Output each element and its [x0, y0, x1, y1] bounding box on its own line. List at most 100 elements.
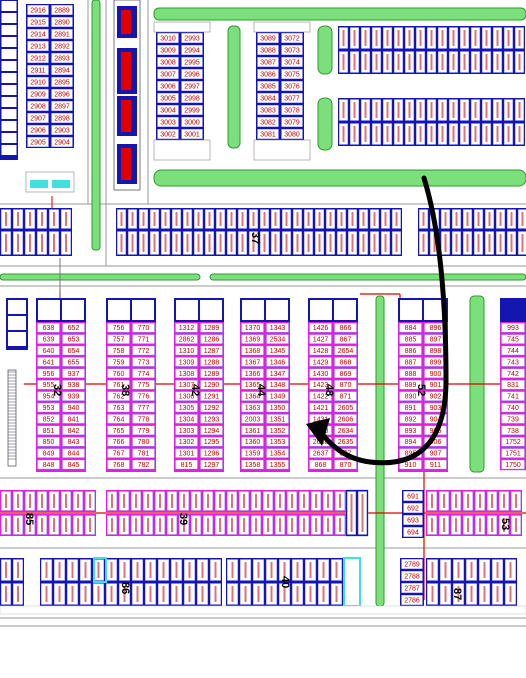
plot-cell[interactable] — [27, 17, 49, 28]
plot-cell[interactable] — [132, 345, 155, 356]
plot-cell[interactable] — [175, 334, 198, 344]
plot-cell[interactable] — [501, 334, 525, 344]
plot-cell[interactable] — [132, 425, 155, 435]
plot-cell[interactable] — [181, 33, 203, 44]
plot-cell[interactable] — [403, 491, 423, 502]
plot-cell[interactable] — [1, 49, 17, 59]
plot-cell[interactable] — [181, 68, 203, 79]
plot-cell[interactable] — [257, 128, 279, 139]
plot-cell[interactable] — [107, 391, 130, 401]
plot-cell[interactable] — [51, 64, 73, 75]
plot-cell[interactable] — [403, 515, 423, 526]
plot-cell[interactable] — [176, 300, 198, 320]
plot-cell[interactable] — [62, 391, 85, 401]
plot-cell[interactable] — [27, 124, 49, 135]
plot-cell[interactable] — [51, 17, 73, 28]
plot-cell[interactable] — [266, 459, 289, 470]
plot-cell[interactable] — [132, 402, 155, 413]
plot-cell[interactable] — [309, 380, 332, 390]
plot-cell[interactable] — [501, 459, 525, 470]
plot-cell[interactable] — [266, 300, 288, 320]
plot-cell[interactable] — [399, 334, 422, 344]
highlighted-plot[interactable] — [93, 557, 107, 583]
plot-cell[interactable] — [37, 425, 60, 435]
plot-cell[interactable] — [242, 300, 264, 320]
plot-cell[interactable] — [51, 76, 73, 87]
plot-cell[interactable] — [241, 345, 264, 356]
plot-cell[interactable] — [1, 25, 17, 35]
plot-cell[interactable] — [501, 448, 525, 458]
plot-cell[interactable] — [309, 459, 332, 470]
plot-cell[interactable] — [132, 334, 155, 344]
plot-cell[interactable] — [309, 323, 332, 333]
plot-cell[interactable] — [399, 357, 422, 367]
plot-cell[interactable] — [257, 45, 279, 56]
plot-cell[interactable] — [181, 128, 203, 139]
plot-cell[interactable] — [401, 571, 423, 582]
plot-cell[interactable] — [157, 33, 179, 44]
plot-cell[interactable] — [51, 29, 73, 40]
plot-cell[interactable] — [501, 437, 525, 447]
plot-cell[interactable] — [266, 425, 289, 435]
plot-cell[interactable] — [281, 68, 303, 79]
plot-cell[interactable] — [309, 368, 332, 378]
plot-cell[interactable] — [400, 300, 422, 320]
plot-cell[interactable] — [108, 300, 130, 320]
plot-cell[interactable] — [241, 402, 264, 413]
plot-cell[interactable] — [51, 136, 73, 147]
plot-cell[interactable] — [399, 425, 422, 435]
plot-cell[interactable] — [62, 414, 85, 424]
plot-cell[interactable] — [424, 300, 446, 320]
plot-cell[interactable] — [241, 425, 264, 435]
plot-cell[interactable] — [281, 80, 303, 91]
plot-cell[interactable] — [399, 380, 422, 390]
plot-cell[interactable] — [334, 391, 357, 401]
plot-cell[interactable] — [309, 334, 332, 344]
plot-cell[interactable] — [334, 345, 357, 356]
plot-cell[interactable] — [157, 104, 179, 115]
plot-cell[interactable] — [175, 414, 198, 424]
plot-cell[interactable] — [266, 380, 289, 390]
plot-cell[interactable] — [1, 109, 17, 119]
plot-cell[interactable] — [399, 402, 422, 413]
plot-cell[interactable] — [281, 116, 303, 127]
plot-cell[interactable] — [175, 345, 198, 356]
plot-cell[interactable] — [399, 368, 422, 378]
plot-cell[interactable] — [501, 368, 525, 378]
plot-cell[interactable] — [107, 414, 130, 424]
plot-cell[interactable] — [266, 357, 289, 367]
plot-cell[interactable] — [257, 104, 279, 115]
plot-cell[interactable] — [51, 88, 73, 99]
plot-cell[interactable] — [200, 391, 223, 401]
plot-cell[interactable] — [157, 45, 179, 56]
plot-cell[interactable] — [200, 448, 223, 458]
plot-cell[interactable] — [37, 345, 60, 356]
plot-cell[interactable] — [334, 380, 357, 390]
plot-cell[interactable] — [132, 414, 155, 424]
plot-cell[interactable] — [200, 300, 222, 320]
plot-cell[interactable] — [309, 345, 332, 356]
plot-cell[interactable] — [200, 357, 223, 367]
plot-cell[interactable] — [107, 334, 130, 344]
plot-cell[interactable] — [157, 128, 179, 139]
plot-cell[interactable] — [181, 57, 203, 68]
plot-cell[interactable] — [157, 116, 179, 127]
plot-cell[interactable] — [27, 41, 49, 52]
plot-cell[interactable] — [107, 448, 130, 458]
plot-cell[interactable] — [175, 459, 198, 470]
plot-cell[interactable] — [157, 68, 179, 79]
plot-cell[interactable] — [62, 402, 85, 413]
plot-cell[interactable] — [62, 380, 85, 390]
plot-cell[interactable] — [62, 323, 85, 333]
plot-cell[interactable] — [62, 357, 85, 367]
plot-cell[interactable] — [27, 53, 49, 64]
plot-cell[interactable] — [62, 300, 84, 320]
plot-cell[interactable] — [62, 448, 85, 458]
plot-cell[interactable] — [334, 425, 357, 435]
plot-cell[interactable] — [175, 402, 198, 413]
plot-cell[interactable] — [200, 368, 223, 378]
plot-cell[interactable] — [181, 80, 203, 91]
plot-cell[interactable] — [107, 459, 130, 470]
plot-cell[interactable] — [241, 448, 264, 458]
plot-cell[interactable] — [309, 357, 332, 367]
